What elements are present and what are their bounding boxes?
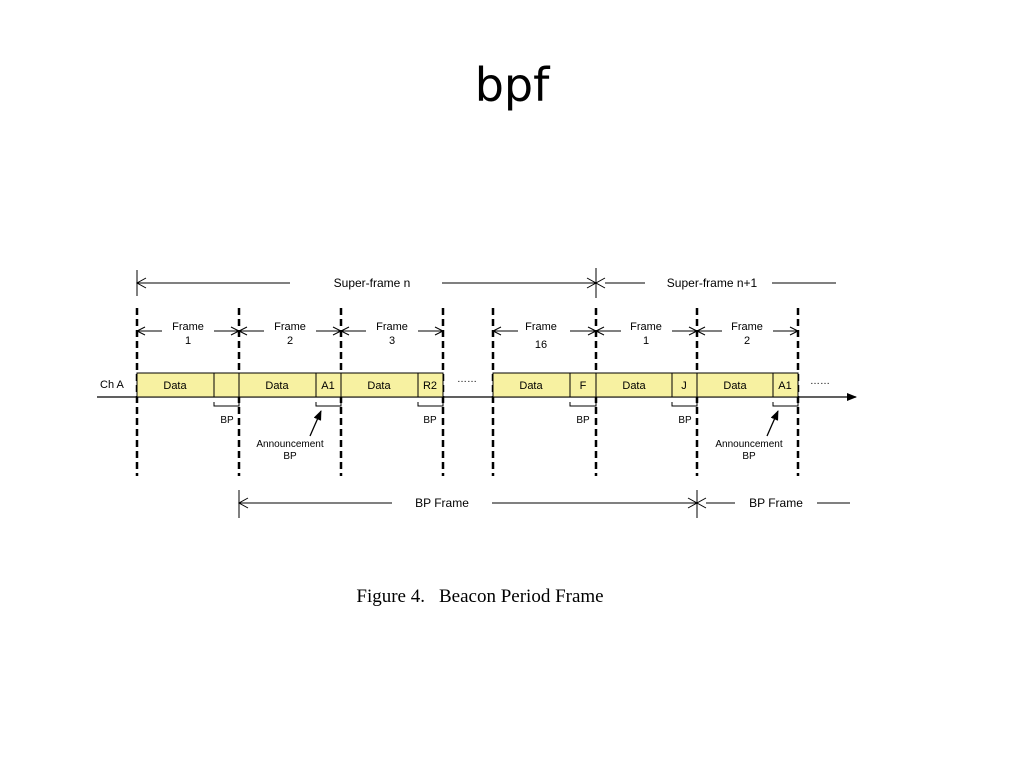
frame-2-label: Frame [274, 321, 306, 333]
channel-label: Ch A [100, 379, 125, 391]
bp-frame-label-1: BP Frame [415, 496, 469, 510]
bp-brackets [213, 402, 799, 407]
figure-caption: Figure 4. Beacon Period Frame [0, 586, 960, 608]
frame-1b-label: Frame [630, 321, 662, 333]
segment-label-data-2: Data [265, 380, 289, 392]
segment-label-r2: R2 [423, 380, 437, 392]
frame-3-label: Frame [376, 321, 408, 333]
frame-16-label: Frame [525, 321, 557, 333]
segment-label-data-1: Data [163, 380, 187, 392]
segment-label-data-4: Data [622, 380, 646, 392]
frame-3-number: 3 [389, 335, 395, 347]
segment-data-16 [492, 372, 571, 398]
timeline-segments [136, 372, 799, 398]
segment-label-f: F [580, 380, 587, 392]
frame-1-number: 1 [185, 335, 191, 347]
segment-label-data-16: Data [519, 380, 543, 392]
segment-label-data-3: Data [367, 380, 391, 392]
bp-frame-dimension [237, 490, 850, 518]
superframe-n1-label: Super-frame n+1 [667, 276, 758, 290]
segment-data-1 [136, 372, 215, 398]
segment-data-5 [696, 372, 774, 398]
superframe-dimension [135, 268, 836, 298]
segment-label-a1-1: A1 [321, 380, 334, 392]
bp-label-1: BP [220, 415, 234, 426]
segment-data-3 [340, 372, 419, 398]
announcement-labels: Announcement BP Announcement BP [256, 439, 782, 462]
frame-2b-number: 2 [744, 335, 750, 347]
frame-2b-label: Frame [731, 321, 763, 333]
announcement-label-1: Announcement [256, 439, 323, 450]
bp-label-2: BP [423, 415, 437, 426]
bp-frame-label-2: BP Frame [749, 496, 803, 510]
announcement-bp-2: BP [742, 451, 756, 462]
slide-title: bpf [474, 58, 550, 112]
segment-label-a1-2: A1 [778, 380, 791, 392]
bp-labels: BP BP BP BP [220, 415, 692, 426]
bp-label-4: BP [678, 415, 692, 426]
segment-bp-1 [213, 372, 240, 398]
figure-caption-text: Beacon Period Frame [438, 586, 604, 607]
segment-data-4 [595, 372, 673, 398]
announcement-pointers [309, 410, 779, 437]
segment-labels: Data Data A1 Data R2 Data F Data J Data … [163, 380, 791, 392]
segment-label-data-5: Data [723, 380, 747, 392]
frame-1b-number: 1 [643, 335, 649, 347]
figure-number: Figure 4. [356, 586, 425, 607]
announcement-label-2: Announcement [715, 439, 782, 450]
segment-j [671, 372, 698, 398]
frame-2-number: 2 [287, 335, 293, 347]
segment-label-j: J [681, 380, 687, 392]
segment-a1-2 [772, 372, 799, 398]
superframe-n-label: Super-frame n [334, 276, 411, 290]
frame-16-number: 16 [535, 339, 547, 351]
bp-label-3: BP [576, 415, 590, 426]
announcement-bp-1: BP [283, 451, 297, 462]
frame-1-label: Frame [172, 321, 204, 333]
segment-r2 [417, 372, 444, 398]
ellipsis-end: …… [810, 376, 830, 387]
ellipsis-gap: …… [457, 374, 477, 385]
frame-labels: Frame 1 Frame 2 Frame 3 Frame 16 Frame 1… [172, 321, 763, 351]
segment-data-2 [238, 372, 317, 398]
frame-dimension-arrows [135, 326, 800, 336]
